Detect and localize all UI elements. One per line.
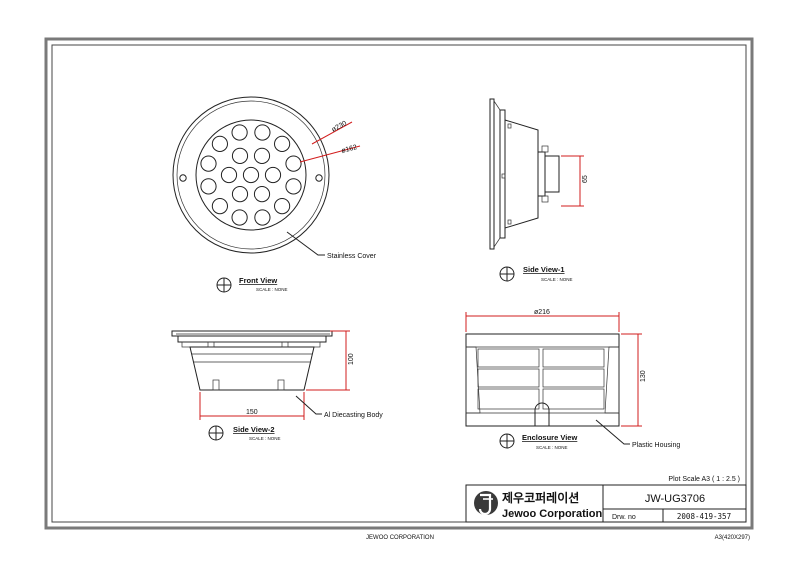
lens-hole (200, 178, 217, 195)
lens-hole (231, 124, 248, 141)
dim-216-label: ø216 (534, 309, 550, 316)
stainless-cover-label: Stainless Cover (327, 253, 377, 260)
enclosure-view: ø216 130 Plastic Housing Enclosure View … (465, 309, 680, 450)
dia-outer-label: ø230 (331, 120, 348, 134)
lens-hole (211, 135, 228, 152)
side-view-2: 100 150 Al Diecasting Body Side View-2 S… (171, 330, 383, 441)
side-view-1: 65 Side View-1 SCALE : NONE (489, 98, 589, 282)
lens-hole (253, 186, 271, 203)
enclosure-view-title: Enclosure View (522, 433, 577, 442)
inner-frame (51, 44, 747, 523)
company-name-korean: 제우코퍼레이션 (502, 490, 579, 505)
side2-body (189, 346, 315, 391)
front-view-title: Front View (239, 276, 277, 285)
enclosure-notch (534, 402, 550, 426)
lens-hole (200, 155, 217, 172)
dia-inner-leader (299, 145, 361, 163)
dim-130-label: 130 (640, 370, 647, 382)
enclosure-outer (465, 333, 620, 427)
dim-150-label: 150 (246, 409, 258, 416)
lens-hole (220, 166, 238, 184)
side1-view-title: Side View-1 (523, 265, 565, 274)
lens-hole (285, 178, 302, 195)
side1-boss (537, 151, 546, 197)
footer-company: JEWOO CORPORATION (366, 535, 434, 541)
enclosure-view-scale: SCALE : NONE (536, 445, 568, 450)
front-outer-rim (172, 96, 330, 254)
plastic-housing-label: Plastic Housing (632, 442, 680, 449)
stainless-leader (286, 231, 325, 256)
plastic-housing-leader (595, 419, 630, 445)
front-lens-ring (195, 119, 307, 231)
outer-frame (44, 37, 754, 530)
side1-flange (489, 98, 495, 250)
footer-paper-size: A3(420X297) (715, 535, 750, 541)
lens-hole (231, 186, 249, 203)
lens-hole (253, 147, 271, 164)
lens-hole (274, 135, 291, 152)
jewoo-logo-icon (474, 491, 498, 516)
plot-scale-text: Plot Scale A3 ( 1 : 2.5 ) (668, 476, 740, 483)
side2-plate (177, 335, 327, 343)
model-number: JW-UG3706 (645, 493, 705, 505)
lens-hole (231, 209, 248, 226)
dia-inner-label: ø162 (341, 144, 358, 155)
drw-no-label: Drw. no (612, 514, 636, 521)
side2-flange (171, 330, 333, 337)
side2-view-scale: SCALE : NONE (249, 436, 281, 441)
title-block: Plot Scale A3 ( 1 : 2.5 ) 제우코퍼레이션 Jewoo … (465, 476, 747, 523)
front-screw-left (179, 174, 187, 182)
front-screw-right (315, 174, 323, 182)
lens-hole (211, 198, 228, 215)
drawing-number: 2008-419-357 (677, 512, 731, 521)
side1-view-scale: SCALE : NONE (541, 277, 573, 282)
front-rim-inner (176, 100, 326, 250)
lens-hole (254, 124, 271, 141)
lens-hole (254, 209, 271, 226)
al-diecasting-label: Al Diecasting Body (324, 412, 383, 419)
lens-hole (285, 155, 302, 172)
lens-hole (274, 198, 291, 215)
dim-65-label: 65 (582, 175, 589, 183)
company-name-english: Jewoo Corporation (502, 508, 603, 520)
lens-hole (242, 166, 260, 184)
lens-hole (231, 147, 249, 164)
title-block-frame (465, 484, 747, 523)
front-view-scale: SCALE : NONE (256, 287, 288, 292)
side1-body (504, 119, 539, 229)
front-lens-holes (200, 124, 302, 226)
front-view: ø230 ø162 Stainless Cover Front View SCA… (172, 96, 377, 293)
side2-view-title: Side View-2 (233, 425, 275, 434)
dia-outer-leader (311, 121, 353, 145)
dim-100-label: 100 (348, 353, 355, 365)
aldiecast-leader (295, 395, 322, 415)
lens-hole (264, 166, 282, 184)
side1-cap (544, 155, 560, 193)
